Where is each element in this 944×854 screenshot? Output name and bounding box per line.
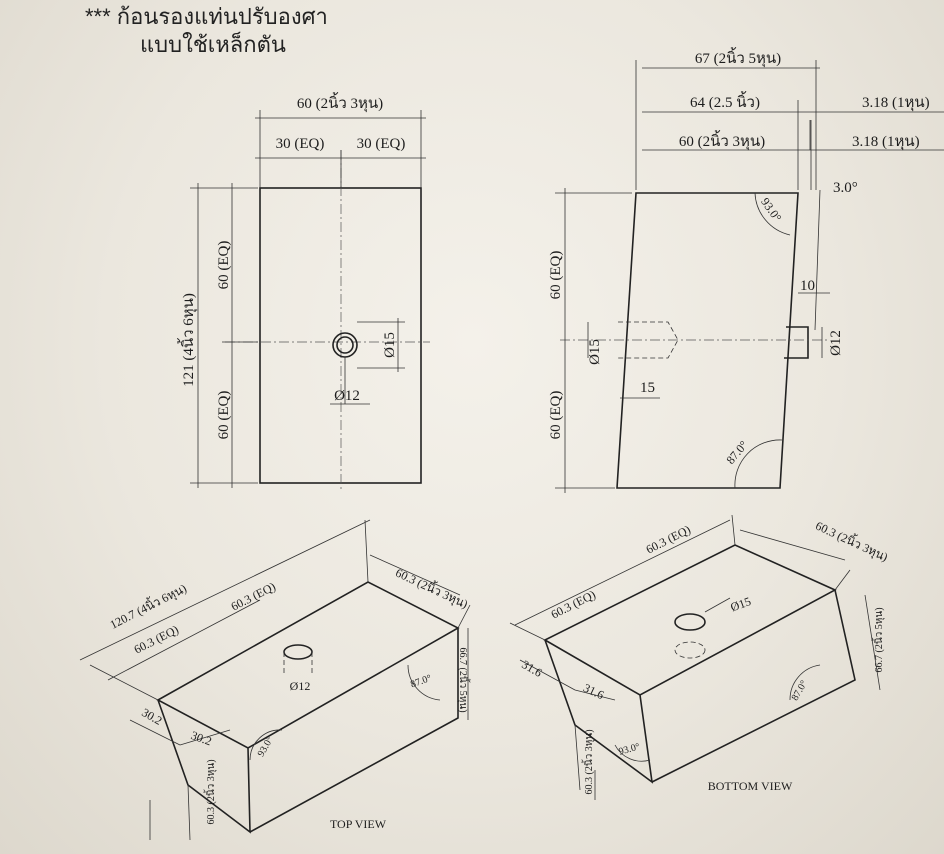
top-height-right: 66.7 (2นิ้ว 5หุน) xyxy=(457,647,471,712)
side-angle-top: 93.0° xyxy=(758,195,784,224)
side-tilt: 3.0° xyxy=(833,180,858,196)
hole-inner xyxy=(336,336,354,354)
side-height-top: 60 (EQ) xyxy=(548,251,564,300)
top-offset-2: 30.2 xyxy=(189,728,214,748)
top-depth: 60.3 (2นิ้ว 3หุน) xyxy=(393,564,471,612)
top-view-label: TOP VIEW xyxy=(330,817,387,831)
top-hole: Ø12 xyxy=(290,679,311,693)
top-length: 120.7 (4นิ้ว 6หุน) xyxy=(107,579,190,632)
front-hole-outer-dim: Ø15 xyxy=(382,332,398,358)
title-line-1: *** ก้อนรองแท่นปรับองศา xyxy=(85,4,328,29)
side-height-bottom: 60 (EQ) xyxy=(548,391,564,440)
top-angle-1: 87.0° xyxy=(409,673,433,691)
top-half-1: 60.3 (EQ) xyxy=(132,622,181,656)
side-base: 60 (2นิ้ว 3หุน) xyxy=(679,130,765,151)
side-hole-dia: Ø15 xyxy=(587,339,603,365)
bottom-depth: 60.3 (2นิ้ว 3หุน) xyxy=(813,517,891,565)
bottom-view-label: BOTTOM VIEW xyxy=(708,779,793,793)
top-height-left: 60.3 (2นิ้ว 3หุน) xyxy=(203,759,217,824)
bottom-height-left: 60.3 (2นิ้ว 3หุน) xyxy=(581,729,595,794)
front-view: 60 (2นิ้ว 3หุน) 30 (EQ) 30 (EQ) 121 (4นิ… xyxy=(177,92,430,490)
bottom-angle-2: 93.0° xyxy=(618,741,642,757)
bottom-offset-2: 31.6 xyxy=(581,681,606,703)
side-offset-bottom: 3.18 (1หุน) xyxy=(852,134,920,151)
front-height-total: 121 (4นิ้ว 6หุน) xyxy=(177,293,198,387)
side-offset-top: 3.18 (1หุน) xyxy=(862,95,930,112)
front-width-total: 60 (2นิ้ว 3หุน) xyxy=(297,92,383,113)
side-view: 67 (2นิ้ว 5หุน) 64 (2.5 นิ้ว) 3.18 (1หุน… xyxy=(548,47,944,493)
bottom-view-iso: 60.3 (EQ) 60.3 (EQ) 60.3 (2นิ้ว 3หุน) Ø1… xyxy=(509,514,891,800)
bottom-hole: Ø15 xyxy=(729,594,753,614)
bottom-offset-1: 31.6 xyxy=(519,657,544,680)
side-angle-bottom: 87.0° xyxy=(723,438,750,467)
front-half-right: 30 (EQ) xyxy=(357,136,406,152)
front-height-bottom: 60 (EQ) xyxy=(216,391,232,440)
title-line-2: แบบใช้เหล็กตัน xyxy=(140,30,286,57)
side-pin-dia: Ø12 xyxy=(828,330,844,356)
front-height-top: 60 (EQ) xyxy=(216,241,232,290)
side-overall: 67 (2นิ้ว 5หุน) xyxy=(695,47,781,68)
bottom-angle-1: 87.0° xyxy=(790,679,810,703)
side-mid: 64 (2.5 นิ้ว) xyxy=(690,91,760,111)
top-view-iso: 120.7 (4นิ้ว 6หุน) 60.3 (EQ) 60.3 (EQ) 6… xyxy=(79,519,471,841)
bottom-half-2: 60.3 (EQ) xyxy=(644,522,693,556)
side-pin-length: 10 xyxy=(800,278,815,294)
front-hole-inner-dim: Ø12 xyxy=(334,388,360,404)
front-half-left: 30 (EQ) xyxy=(276,136,325,152)
bottom-height-right: 66.7 (2นิ้ว 5หุน) xyxy=(871,607,885,672)
side-hole-depth: 15 xyxy=(640,380,655,396)
